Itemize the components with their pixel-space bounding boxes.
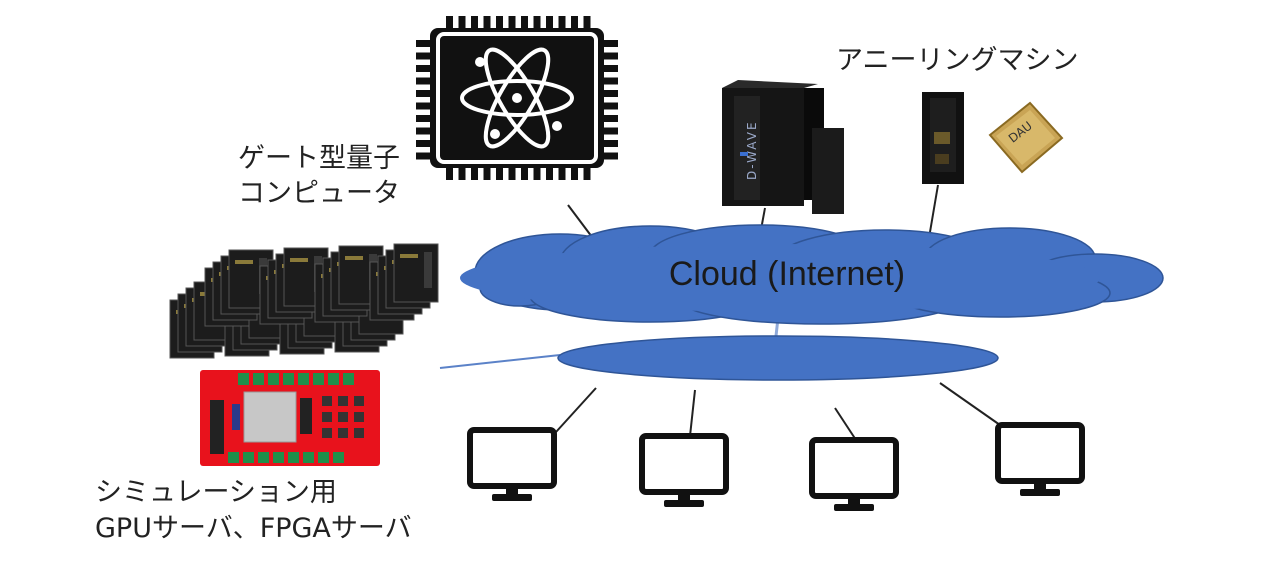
annealing-tower-icon: D-WAVE [722,80,844,214]
monitor-2-connector [689,389,696,437]
cloud-label: Cloud (Internet) [669,255,905,293]
simulation-label-line2: GPUサーバ、FPGAサーバ [95,513,412,544]
simulation-label-line1: シミュレーション用 [95,477,337,508]
gate-quantum-label-line1: ゲート型量子 [238,143,400,174]
monitor-icon [809,437,899,511]
monitor-icon [995,422,1085,496]
gpu-network-connector [439,354,561,369]
monitor-1-connector [555,387,597,433]
local-network [557,335,999,381]
cloud [460,224,1164,325]
monitor-icon [639,433,729,507]
gpu-card [393,243,439,303]
gpu-server-icon [169,243,439,359]
annealer-unit-icon [922,92,964,184]
monitor-icon [467,427,557,501]
monitor-4-connector [939,382,1001,426]
dwave-tower-label: D-WAVE [745,120,759,180]
annealing-machine-label: アニーリングマシン [836,45,1079,76]
monitor-3-connector [834,407,857,441]
client-monitors [467,422,1085,511]
fpga-board-icon [200,370,380,466]
annealer-connector [929,184,939,233]
dau-chip-icon: DAU [975,100,1064,182]
atom-chip-icon [416,16,618,180]
gate-quantum-label-line2: コンピュータ [238,178,400,209]
